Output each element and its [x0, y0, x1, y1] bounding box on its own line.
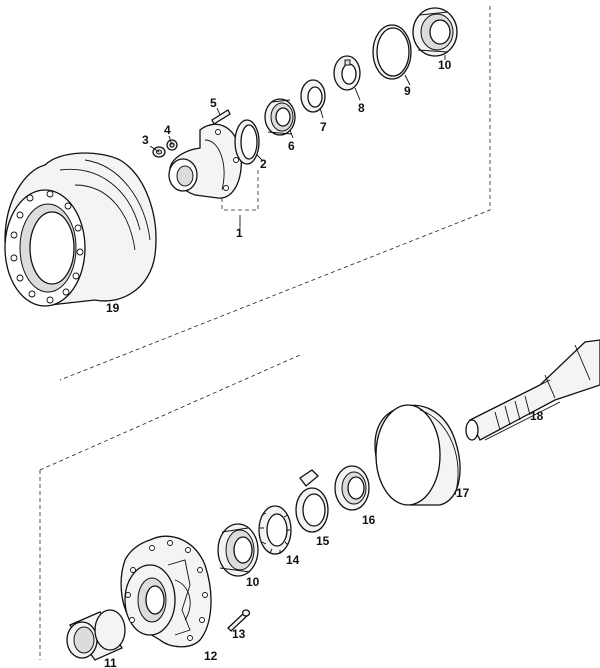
- callout-16: 16: [362, 513, 376, 527]
- callout-13: 13: [232, 627, 246, 641]
- bearing-part-10-bottom: [217, 523, 259, 577]
- callout-7: 7: [320, 120, 327, 134]
- wheel-hub-part-12: [120, 535, 212, 648]
- pin-part-5: [211, 109, 231, 125]
- callout-9: 9: [404, 84, 411, 98]
- hub-part-1: [168, 123, 242, 199]
- callout-15: 15: [316, 534, 330, 548]
- callout-1: 1: [236, 226, 243, 240]
- axle-shaft-part-18: [465, 339, 600, 441]
- callout-2: 2: [260, 157, 267, 171]
- callout-10-bottom: 10: [246, 575, 260, 589]
- leader-lines: [149, 55, 446, 228]
- callout-5: 5: [210, 96, 217, 110]
- gear-ring-part-14: [258, 505, 292, 555]
- lock-ring-part-15: [295, 469, 329, 533]
- snap-ring-part-9: [372, 24, 412, 80]
- callout-10-top: 10: [438, 58, 452, 72]
- callout-labels: 1 2 3 4 5 6 7 8 9 10 19 18 17 16 15 14 1…: [104, 58, 544, 668]
- callout-18: 18: [530, 409, 544, 423]
- callout-8: 8: [358, 101, 365, 115]
- callout-14: 14: [286, 553, 300, 567]
- callout-4: 4: [164, 123, 171, 137]
- cover-part-17: [374, 404, 461, 506]
- tab-washer-part-8: [333, 55, 361, 91]
- callout-17: 17: [456, 486, 470, 500]
- hub-bolt-holes: [125, 540, 208, 641]
- callout-11: 11: [104, 656, 117, 668]
- callout-3: 3: [142, 133, 149, 147]
- bearing-part-10-top: [412, 7, 458, 57]
- callout-19: 19: [106, 301, 120, 315]
- assembly-dashed-lines: [39, 6, 491, 660]
- screw-part-13: [227, 609, 251, 632]
- seal-part-16: [334, 465, 370, 511]
- callout-6: 6: [288, 139, 295, 153]
- sleeve-part-11: [66, 609, 126, 661]
- brake-drum-part-19: [4, 152, 157, 307]
- washer-part-7: [300, 79, 326, 113]
- drum-bolt-holes: [10, 190, 84, 304]
- callout-12: 12: [204, 649, 218, 663]
- seal-part-2: [234, 119, 260, 165]
- bearing-part-6: [264, 98, 296, 136]
